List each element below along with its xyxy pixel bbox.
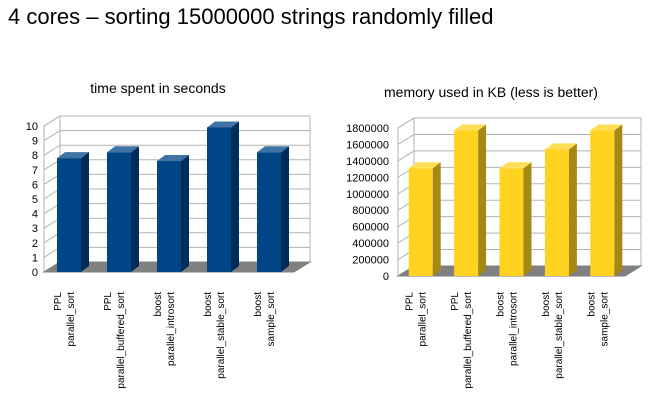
- y-tick-label: 600000: [352, 222, 389, 234]
- bar: [57, 152, 89, 272]
- category-label: boost: [496, 292, 507, 317]
- category-label: PPL: [450, 292, 461, 311]
- bar-top: [257, 146, 289, 153]
- bar: [544, 143, 577, 276]
- bar-front: [157, 161, 181, 272]
- bar-front: [499, 168, 524, 276]
- category-label: sample_sort: [266, 292, 277, 347]
- y-tick-label: 200000: [352, 255, 389, 267]
- chart-title: time spent in seconds: [90, 80, 225, 96]
- category-label: PPL: [103, 292, 114, 311]
- y-tick-label: 0: [383, 271, 389, 283]
- bar-top: [207, 121, 239, 128]
- bar-top: [544, 143, 577, 150]
- bar-top: [107, 146, 139, 153]
- y-tick-label: 3: [32, 223, 38, 235]
- category-label: parallel_buffered_sort: [463, 292, 474, 389]
- bar-top: [57, 152, 89, 159]
- y-tick-label: 1200000: [346, 172, 389, 184]
- bar-side: [523, 162, 532, 276]
- bar-front: [207, 127, 231, 273]
- category-label: parallel_stable_sort: [216, 292, 227, 379]
- category-label: PPL: [405, 292, 416, 311]
- bar-side: [131, 146, 139, 272]
- category-label: boost: [541, 292, 552, 317]
- y-tick-label: 1800000: [346, 123, 389, 135]
- y-tick-label: 1000000: [346, 189, 389, 201]
- y-tick-label: 400000: [352, 238, 389, 250]
- bar: [157, 155, 189, 272]
- category-label: parallel_buffered_sort: [116, 292, 127, 389]
- category-label: parallel_sort: [66, 292, 77, 347]
- y-tick-label: 7: [32, 165, 38, 177]
- y-tick-label: 1: [32, 252, 38, 264]
- bar: [107, 146, 139, 272]
- bar-front: [408, 168, 433, 276]
- bar-front: [257, 152, 281, 272]
- bar-top: [499, 162, 532, 169]
- category-label: PPL: [53, 292, 64, 311]
- category-label: boost: [153, 292, 164, 317]
- gridline: [397, 117, 641, 129]
- y-tick-label: 6: [32, 179, 38, 191]
- y-tick-label: 5: [32, 194, 38, 206]
- bar-top: [408, 162, 441, 169]
- y-tick-label: 10: [26, 121, 38, 133]
- bar: [454, 124, 487, 276]
- category-label: parallel_introsort: [166, 292, 177, 366]
- bar: [207, 121, 239, 273]
- y-tick-label: 1400000: [346, 156, 389, 168]
- bar-side: [432, 162, 441, 276]
- bar-front: [107, 152, 131, 272]
- bar-top: [157, 155, 189, 162]
- y-tick-label: 8: [32, 150, 38, 162]
- gridline: [43, 115, 310, 127]
- bar-side: [231, 121, 239, 273]
- chart-title: memory used in KB (less is better): [384, 84, 598, 100]
- gridline: [397, 133, 641, 145]
- category-label: boost: [586, 292, 597, 317]
- bar: [499, 162, 532, 276]
- bar-side: [181, 155, 189, 272]
- category-label: parallel_stable_sort: [554, 292, 565, 379]
- bar: [408, 162, 441, 276]
- category-label: parallel_introsort: [509, 292, 520, 366]
- y-tick-label: 4: [32, 209, 38, 221]
- category-label: parallel_sort: [418, 292, 429, 347]
- bar-side: [478, 124, 487, 276]
- y-tick-label: 0: [32, 267, 38, 279]
- y-tick-label: 1600000: [346, 139, 389, 151]
- y-tick-label: 800000: [352, 205, 389, 217]
- y-tick-label: 2: [32, 238, 38, 250]
- y-tick-label: 9: [32, 136, 38, 148]
- bar: [590, 124, 623, 276]
- bar-top: [590, 124, 623, 131]
- page-title: 4 cores – sorting 15000000 strings rando…: [8, 4, 494, 29]
- bar-front: [57, 158, 81, 272]
- bar-side: [614, 124, 623, 276]
- category-label: boost: [253, 292, 264, 317]
- bar-side: [568, 143, 577, 276]
- bar-side: [281, 146, 289, 272]
- category-label: boost: [203, 292, 214, 317]
- bar-front: [590, 130, 615, 276]
- bar-front: [454, 130, 479, 276]
- bar-side: [81, 152, 89, 272]
- bar-front: [544, 149, 569, 276]
- bar: [257, 146, 289, 272]
- category-label: sample_sort: [599, 292, 610, 347]
- bar-top: [454, 124, 487, 131]
- chart-memory: memory used in KB (less is better) 0 20000…: [346, 84, 643, 389]
